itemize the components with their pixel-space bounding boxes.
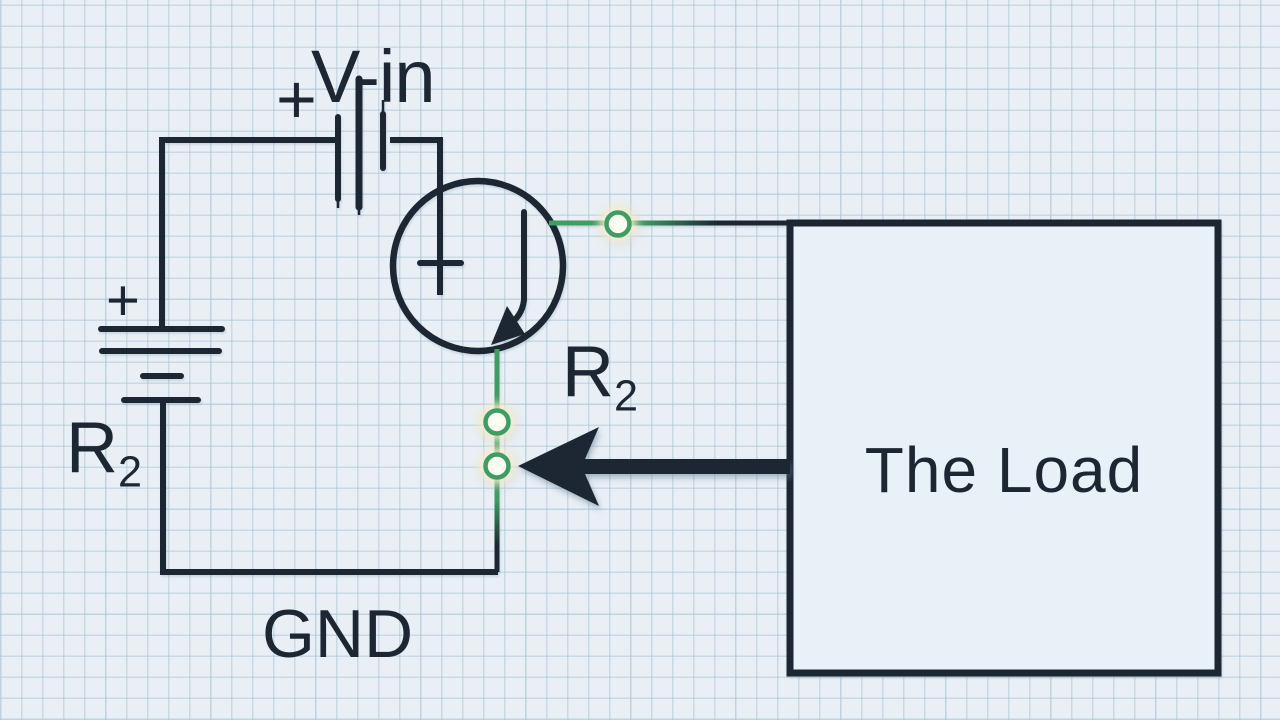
node-output bbox=[599, 205, 637, 243]
regulator-symbol bbox=[389, 177, 567, 355]
node-adjust-upper bbox=[478, 403, 516, 441]
node-ring bbox=[483, 452, 511, 480]
emitter-arrowhead-icon bbox=[491, 306, 525, 345]
battery-plus-label: + bbox=[106, 268, 140, 333]
regulator-circle bbox=[389, 177, 567, 355]
r2-right-subscript: 2 bbox=[614, 372, 639, 421]
node-ring bbox=[483, 408, 511, 436]
gnd-label: GND bbox=[262, 596, 414, 672]
regulator-emitter-line bbox=[504, 209, 527, 329]
node-ring bbox=[604, 210, 632, 238]
wire-top-left bbox=[159, 137, 338, 330]
r2-right-label: R2 bbox=[562, 336, 638, 418]
node-adjust-lower bbox=[478, 447, 516, 485]
battery-top-symbol bbox=[335, 75, 386, 215]
wire-to-regulator bbox=[390, 137, 443, 295]
load-block bbox=[786, 219, 1222, 677]
r2-right-base: R bbox=[562, 332, 614, 412]
wire-bottom-gnd bbox=[160, 399, 498, 575]
battery-left-symbol bbox=[98, 326, 225, 403]
feedback-arrow-icon bbox=[518, 427, 790, 506]
vin-label: V-in bbox=[311, 35, 436, 118]
r2-left-subscript: 2 bbox=[118, 448, 143, 497]
supply-plus-label: + bbox=[276, 60, 317, 138]
r2-left-base: R bbox=[66, 408, 118, 488]
r2-left-label: R2 bbox=[66, 412, 142, 494]
